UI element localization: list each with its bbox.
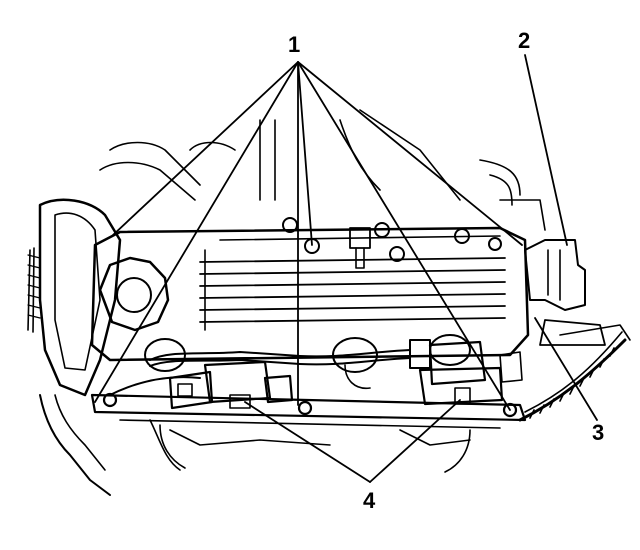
cover-bolts xyxy=(282,217,502,269)
timing-cover xyxy=(27,198,122,496)
callout-1: 1 xyxy=(288,32,300,57)
rear-bracket xyxy=(524,239,631,346)
ignition-coil-right xyxy=(418,340,523,406)
callout-4: 4 xyxy=(363,488,376,513)
cylinder-head-lower xyxy=(90,392,527,473)
wiring-harness xyxy=(109,339,431,396)
ignition-coil-left xyxy=(168,360,294,410)
valve-cover xyxy=(90,226,530,362)
oil-filler-cap xyxy=(98,256,170,332)
leader-lines-4 xyxy=(244,399,461,483)
braided-hose xyxy=(518,331,627,422)
leader-line-3 xyxy=(534,317,598,421)
callout-2: 2 xyxy=(518,28,530,53)
leader-lines-1 xyxy=(94,61,523,411)
leader-line-2 xyxy=(524,54,568,246)
callout-3: 3 xyxy=(592,420,604,445)
